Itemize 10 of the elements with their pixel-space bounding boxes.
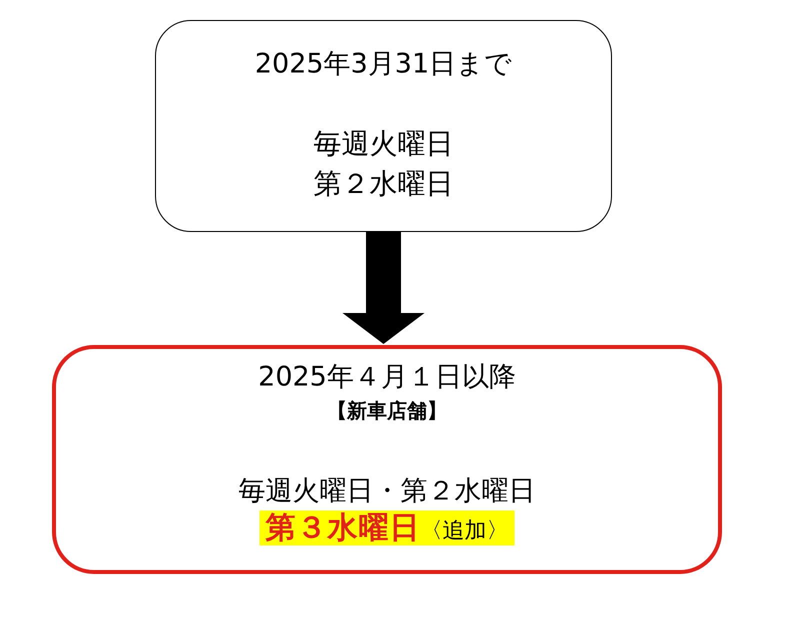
schedule-text: 毎週火曜日 — [314, 128, 454, 160]
highlighted-text: 第３水曜日〈追加〉 — [260, 510, 514, 546]
date-heading: 2025年3月31日まで — [254, 48, 512, 80]
arrow — [342, 232, 424, 344]
date-box — [52, 345, 722, 574]
date-box — [155, 20, 612, 232]
date-heading: 2025年４月１日以降 — [258, 361, 516, 393]
schedule-text: 毎週火曜日・第２水曜日 — [238, 475, 536, 507]
schedule-text: 第２水曜日 — [314, 168, 454, 200]
store-label: 【新車店舗】 — [327, 400, 447, 422]
